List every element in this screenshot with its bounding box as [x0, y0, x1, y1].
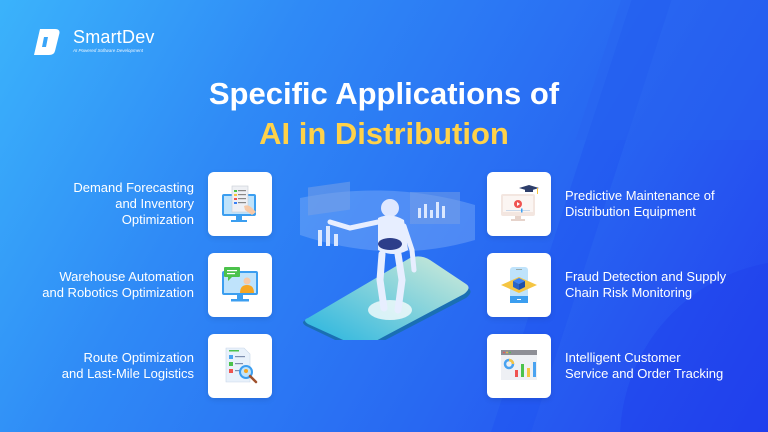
- item-label: Fraud Detection and Supply Chain Risk Mo…: [565, 269, 727, 300]
- item-label: Intelligent Customer Service and Order T…: [565, 350, 724, 381]
- page-title: Specific Applications of AI in Distribut…: [0, 74, 768, 154]
- browser-chart-icon: [501, 350, 537, 380]
- brand-name: SmartDev: [73, 27, 155, 47]
- application-item-fraud-detection: Fraud Detection and Supply Chain Risk Mo…: [487, 253, 726, 317]
- item-label: Warehouse Automation and Robotics Optimi…: [42, 269, 194, 300]
- icon-card: [208, 172, 272, 236]
- application-item-route-optimization: Route Optimization and Last-Mile Logisti…: [62, 334, 272, 398]
- icon-card: [208, 253, 272, 317]
- application-item-warehouse-automation: Warehouse Automation and Robotics Optimi…: [42, 253, 272, 317]
- icon-card: [208, 334, 272, 398]
- monitor-video-graduation-icon: [501, 185, 539, 221]
- brand-logo: SmartDev AI Powered Software Development: [33, 27, 155, 57]
- title-line-2: AI in Distribution: [259, 116, 509, 151]
- brand-tagline: AI Powered Software Development: [73, 48, 144, 53]
- robot-on-phone-illustration: [300, 181, 475, 340]
- checklist-magnifier-icon: [225, 347, 258, 384]
- smartdev-logo-icon: [34, 29, 60, 55]
- item-label: Route Optimization and Last-Mile Logisti…: [61, 350, 194, 381]
- application-item-customer-service: Intelligent Customer Service and Order T…: [487, 334, 723, 398]
- monitor-chat-user-icon: [222, 267, 258, 302]
- application-item-predictive-maintenance: Predictive Maintenance of Distribution E…: [487, 172, 715, 236]
- icon-card: [487, 172, 551, 236]
- item-label: Predictive Maintenance of Distribution E…: [565, 188, 715, 219]
- icon-card: [487, 253, 551, 317]
- application-item-demand-forecasting: Demand Forecasting and Inventory Optimiz…: [73, 172, 272, 236]
- phone-cube-icon: [501, 267, 537, 303]
- item-label: Demand Forecasting and Inventory Optimiz…: [73, 180, 194, 227]
- title-line-1: Specific Applications of: [208, 76, 560, 111]
- monitor-document-hand-icon: [222, 185, 256, 222]
- icon-card: [487, 334, 551, 398]
